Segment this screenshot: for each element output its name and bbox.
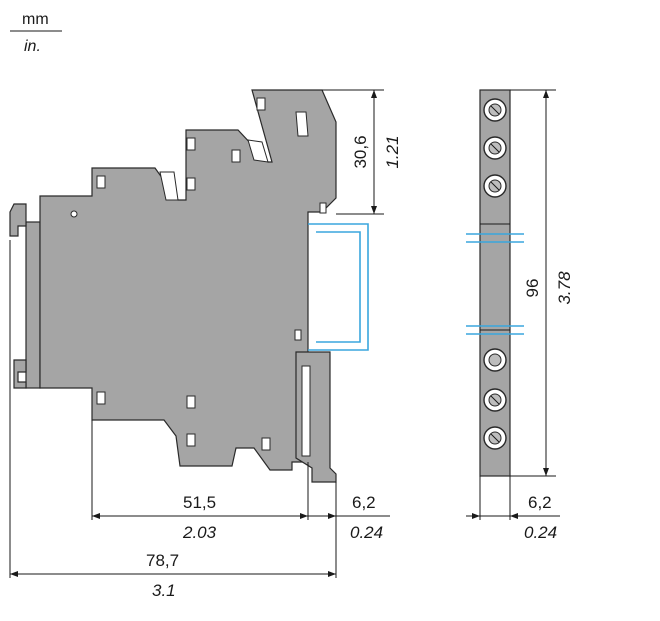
screw-bottom-1 <box>483 348 507 372</box>
slot-c <box>186 177 196 191</box>
unit-mm: mm <box>22 11 49 28</box>
top-left-clip <box>9 203 27 237</box>
slot-a <box>96 175 106 189</box>
front-rail-marks <box>466 233 524 335</box>
screw-bottom-3 <box>483 426 507 450</box>
slot-e <box>231 149 241 163</box>
slot-j <box>261 437 271 451</box>
top-cutout-3 <box>295 111 309 137</box>
slot-d <box>256 97 266 111</box>
din-clip-slot <box>301 365 311 457</box>
screw-top-2 <box>483 136 507 160</box>
dim-rail-offset-in: 0.24 <box>350 523 383 542</box>
relay-front-view <box>466 89 524 477</box>
dim-total-height-in: 3.78 <box>555 271 574 305</box>
dim-width-in: 0.24 <box>524 523 557 542</box>
dim-total-height-mm: 96 <box>523 279 542 298</box>
din-rail-outer <box>308 223 369 351</box>
top-cutout-2 <box>247 139 269 163</box>
dim-top-height-mm: 30,6 <box>351 135 370 168</box>
left-end-plate <box>25 221 41 389</box>
screw-top-1 <box>483 98 507 122</box>
top-cutout-1 <box>159 171 179 201</box>
relay-main-body <box>39 89 337 471</box>
dim-width-mm: 6,2 <box>528 493 552 512</box>
dim-depth-main-in: 2.03 <box>182 523 217 542</box>
dim-total-depth-mm: 78,7 <box>146 551 179 570</box>
dim-top-height-in: 1.21 <box>383 135 402 168</box>
unit-in: in. <box>24 38 41 55</box>
bottom-left-clip <box>13 359 27 389</box>
din-rail-inner <box>316 231 361 343</box>
relay-side-view <box>9 89 369 483</box>
unit-legend: mm in. <box>10 11 62 55</box>
dimension-labels: 51,5 2.03 6,2 0.24 78,7 3.1 6,2 0.24 30,… <box>146 135 574 600</box>
dim-depth-main-mm: 51,5 <box>183 493 216 512</box>
indicator-hole <box>70 210 78 218</box>
slot-i <box>186 433 196 447</box>
slot-k <box>294 329 302 341</box>
slot-b <box>186 137 196 151</box>
dimension-lines <box>9 89 560 578</box>
screw-top-3 <box>483 174 507 198</box>
slot-f <box>319 202 327 214</box>
dim-total-depth-in: 3.1 <box>152 581 176 600</box>
dim-rail-offset-mm: 6,2 <box>352 493 376 512</box>
screw-bottom-2 <box>483 388 507 412</box>
slot-h <box>186 395 196 409</box>
slot-g <box>96 391 106 405</box>
